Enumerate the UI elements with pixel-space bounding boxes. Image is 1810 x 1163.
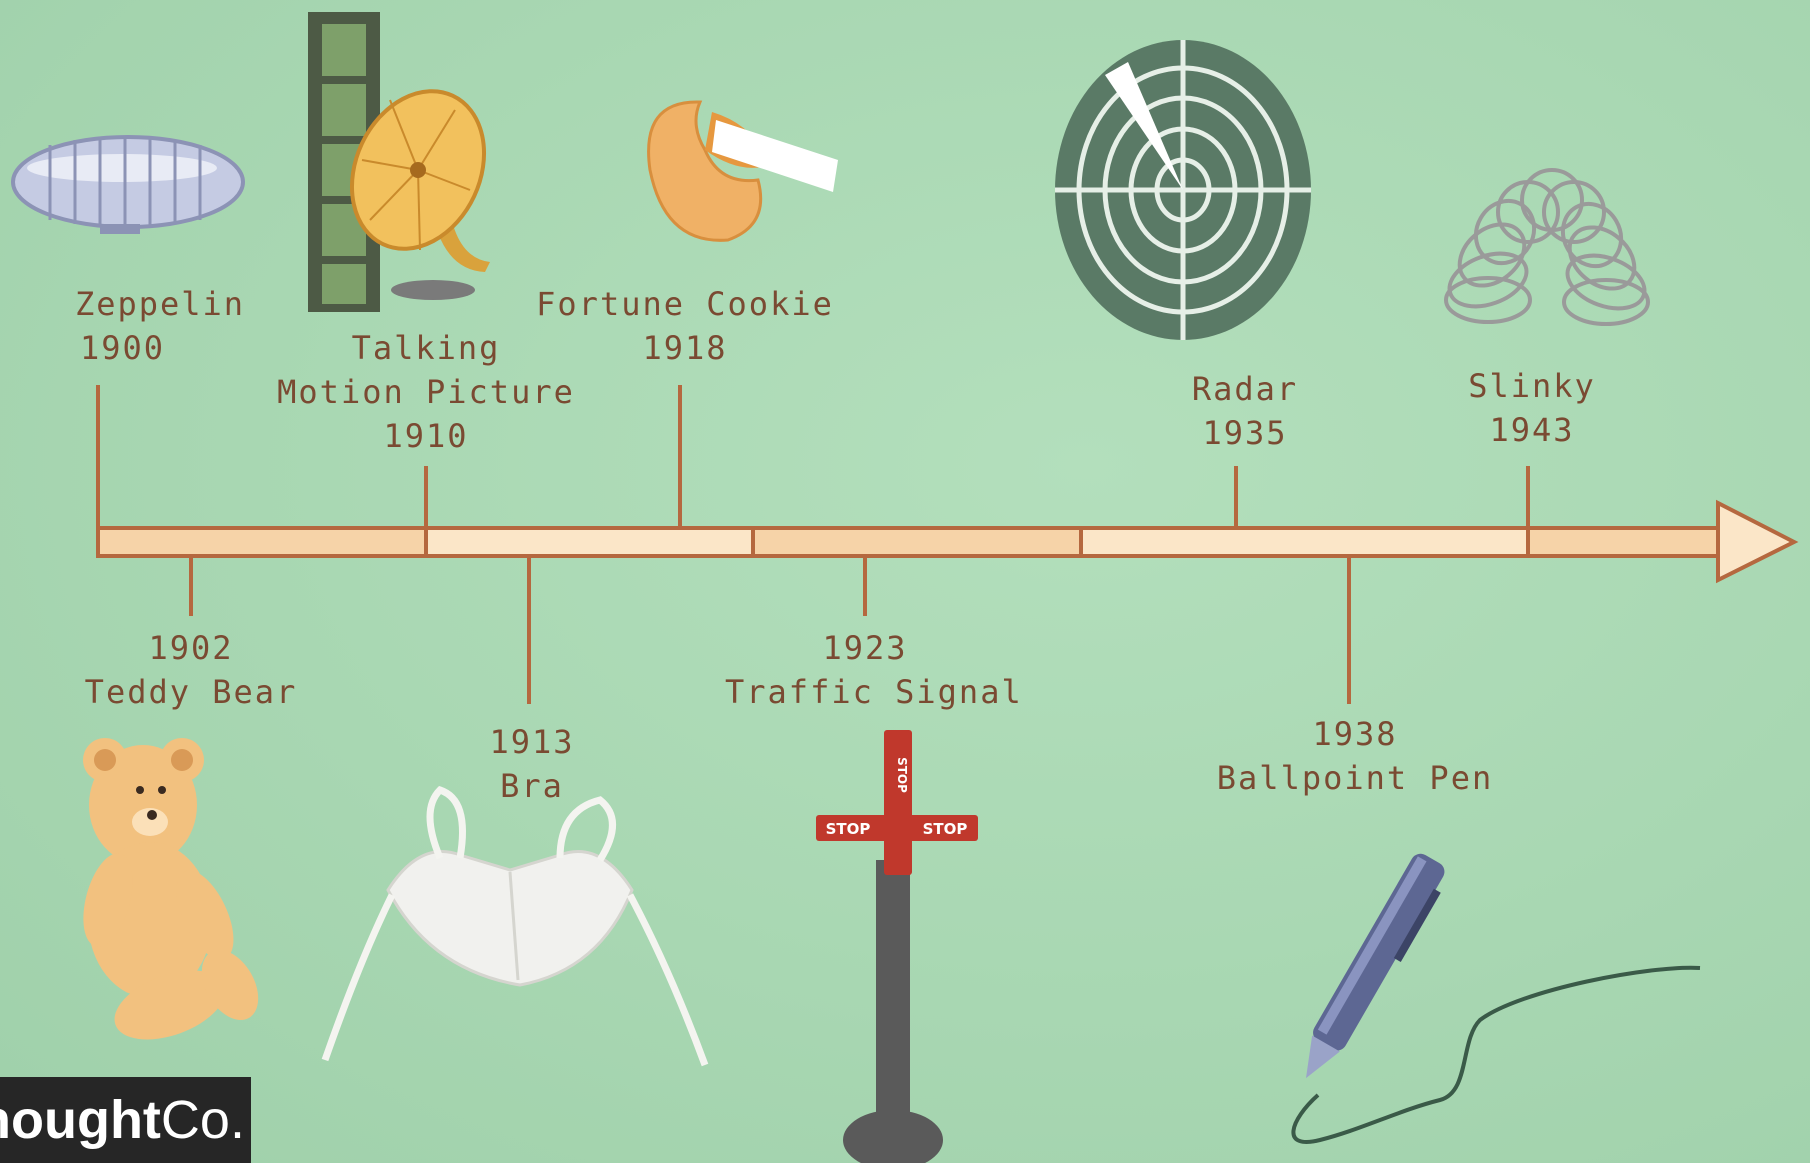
zeppelin-icon: [11, 135, 245, 234]
event-year: 1913: [489, 723, 575, 761]
signal-top-label: STOP: [895, 757, 909, 793]
event-year: 1910: [383, 417, 469, 455]
radar-icon: [1055, 40, 1311, 340]
ballpoint-pen-icon: [1291, 853, 1701, 1144]
event-year: 1902: [148, 629, 234, 667]
event-name-line1: Talking: [351, 329, 501, 367]
teddy-bear-icon: [83, 738, 259, 1040]
signal-left-label: STOP: [826, 820, 871, 838]
signal-right-label: STOP: [923, 820, 968, 838]
event-name: Slinky: [1468, 367, 1596, 405]
event-name: Zeppelin: [74, 285, 246, 323]
event-name: Radar: [1191, 370, 1299, 408]
event-year: 1935: [1202, 414, 1288, 452]
event-label-teddy-bear: 1902 Teddy Bear: [61, 626, 321, 714]
event-name: Fortune Cookie: [536, 285, 834, 323]
event-label-talking-motion-picture: Talking Motion Picture 1910: [276, 326, 576, 458]
event-year: 1938: [1312, 715, 1398, 753]
event-name: Ballpoint Pen: [1216, 759, 1494, 797]
thoughtco-logo: houghtCo.: [0, 1077, 251, 1163]
event-year: 1943: [1489, 411, 1575, 449]
timeline-bar: [96, 499, 1799, 584]
event-name: Bra: [500, 767, 564, 805]
fortune-cookie-icon: [647, 100, 838, 242]
event-name-line2: Motion Picture: [277, 373, 575, 411]
event-year: 1918: [642, 329, 728, 367]
slinky-icon: [1444, 168, 1650, 326]
event-year: 1900: [80, 329, 166, 367]
traffic-signal-icon: STOP STOP STOP: [816, 730, 978, 1163]
event-label-ballpoint-pen: 1938 Ballpoint Pen: [1215, 712, 1495, 800]
bra-icon: [321, 785, 709, 1067]
timeline-arrowhead: [1716, 499, 1799, 584]
brand-suffix: Co.: [160, 1090, 245, 1150]
event-label-fortune-cookie: Fortune Cookie 1918: [530, 282, 840, 370]
event-year: 1923: [822, 629, 908, 667]
event-label-slinky: Slinky 1943: [1432, 364, 1632, 452]
event-label-bra: 1913 Bra: [432, 720, 632, 808]
connector-lines: [96, 385, 1530, 704]
brand-prefix: hought: [0, 1090, 161, 1150]
event-name: Teddy Bear: [84, 673, 298, 711]
event-label-radar: Radar 1935: [1145, 367, 1345, 455]
event-label-zeppelin: Zeppelin 1900: [40, 282, 280, 370]
event-name: Traffic Signal: [725, 673, 1023, 711]
event-label-traffic-signal: 1923 Traffic Signal: [725, 626, 1023, 714]
film-gramophone-icon: [308, 12, 490, 312]
